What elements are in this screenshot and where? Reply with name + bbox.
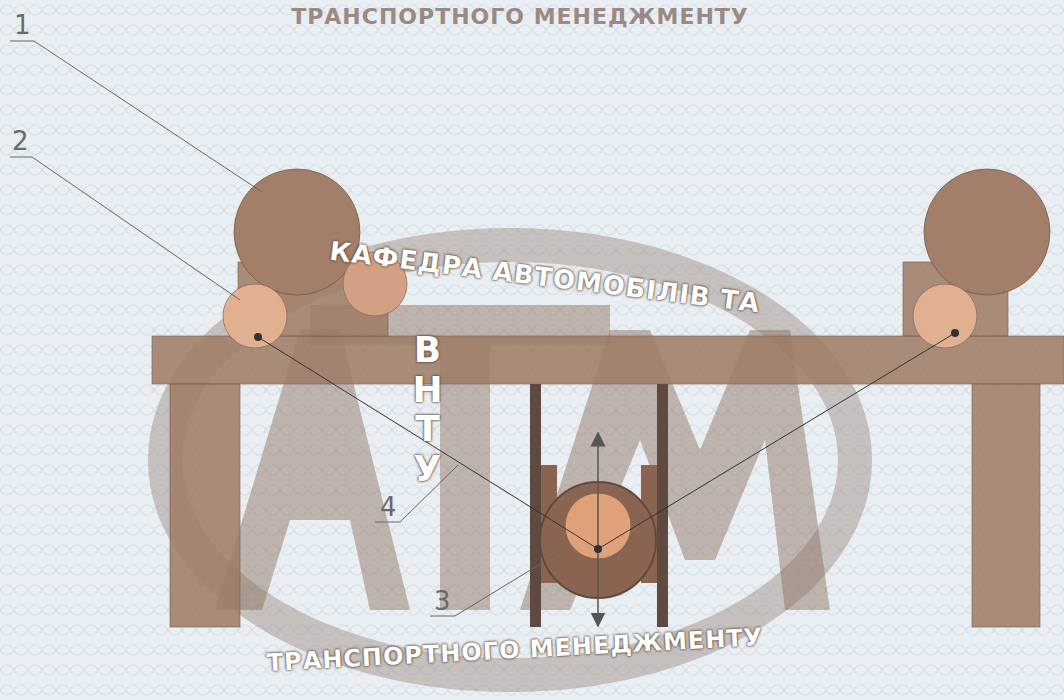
watermark-text: ТРАНСПОРТНОГО МЕНЕДЖМЕНТУ [291,4,749,29]
tension-mechanism [530,384,668,627]
leader-line [10,41,560,616]
watermark-text: КАФЕДРА АВТОМОБІЛІВ ТА [328,236,762,319]
table [152,336,1064,627]
callout-number: 2 [12,128,29,154]
guide-roller [223,284,287,348]
callout-number: 3 [434,588,451,614]
watermark-text: ТРАНСПОРТНОГО МЕНЕДЖМЕНТУ [266,623,764,677]
guide-roller [913,284,977,348]
watermark-text: ВНТУ [410,330,446,488]
big-roller [234,169,360,295]
pivot-dot [254,329,959,553]
callout-number: 1 [14,12,31,38]
belt-line [258,333,955,549]
big-roller [924,169,1050,295]
callout-number: 4 [380,494,397,520]
